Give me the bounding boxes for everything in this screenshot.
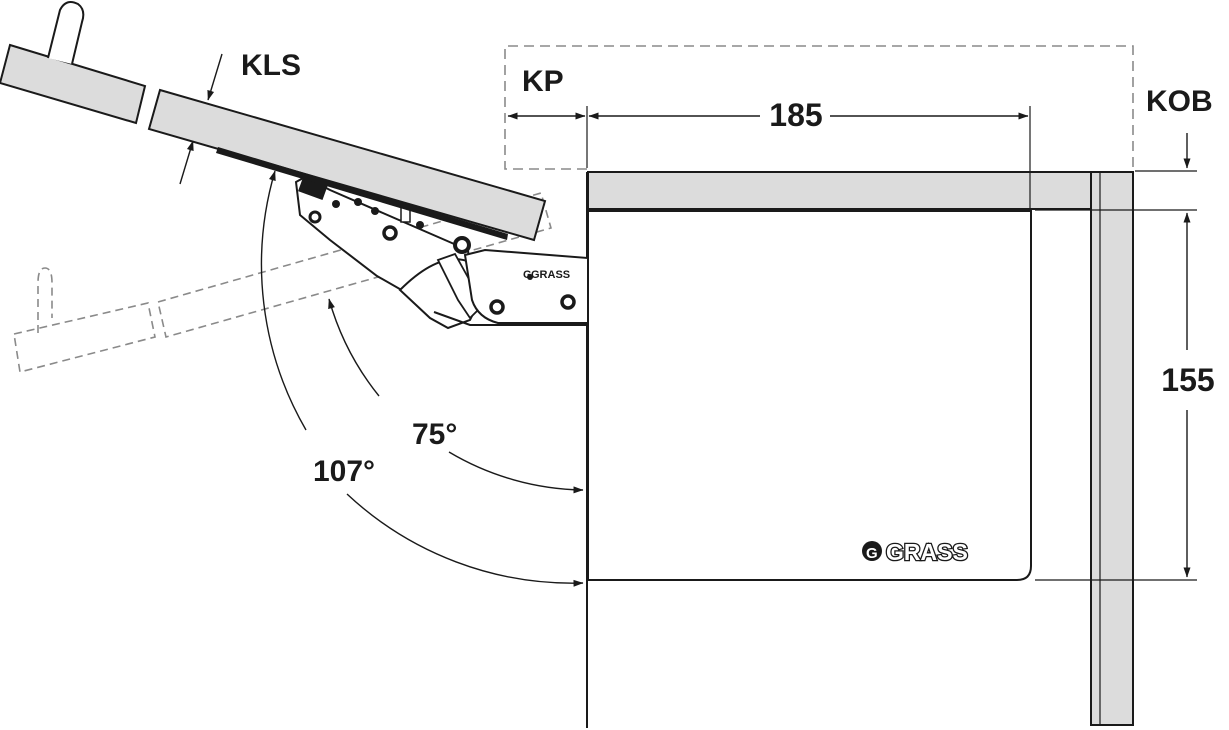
pivot-screw (416, 221, 424, 229)
grass-logo: G GRASS (862, 538, 969, 566)
pivot-screw (453, 236, 471, 254)
kls-dimension: KLS (179, 49, 301, 185)
kp-dimension: KP (507, 65, 586, 120)
pivot-screw (371, 207, 379, 215)
cabinet-side-panel (1090, 171, 1134, 726)
small-grass-logo: G GRASS (523, 269, 570, 281)
height-dimension-label: 155 (1161, 362, 1214, 398)
svg-text:G: G (523, 269, 532, 281)
cabinet-top-panel (587, 171, 1092, 210)
kp-label: KP (522, 65, 564, 98)
kob-label: KOB (1146, 85, 1213, 118)
flap-handle (47, 1, 85, 65)
pivot-screw (489, 299, 505, 315)
kls-label: KLS (241, 49, 301, 82)
mechanism-housing (587, 210, 1032, 581)
pivot-screw (382, 225, 398, 241)
angle-75-label: 75° (412, 418, 457, 451)
height-dimension: 155 (1035, 209, 1215, 581)
kob-dimension: KOB (1135, 85, 1213, 172)
svg-text:G: G (866, 545, 878, 562)
pivot-screw (527, 274, 533, 280)
width-dimension-label: 185 (769, 97, 822, 133)
flap-open-panel (0, 1, 547, 242)
lever-arm: G GRASS (294, 175, 589, 330)
pivot-screw (308, 210, 322, 224)
pivot-screw (354, 198, 362, 206)
pivot-screw (332, 200, 340, 208)
svg-text:GRASS: GRASS (531, 269, 570, 281)
width-dimension: 185 (586, 97, 1031, 210)
svg-text:GRASS: GRASS (886, 539, 968, 565)
pivot-screw (560, 294, 576, 310)
angle-107-label: 107° (313, 455, 375, 488)
kob-clearance-outline (504, 45, 1134, 170)
angle-75-arc: 75° (328, 298, 584, 494)
angle-107-arc: 107° (260, 170, 584, 587)
